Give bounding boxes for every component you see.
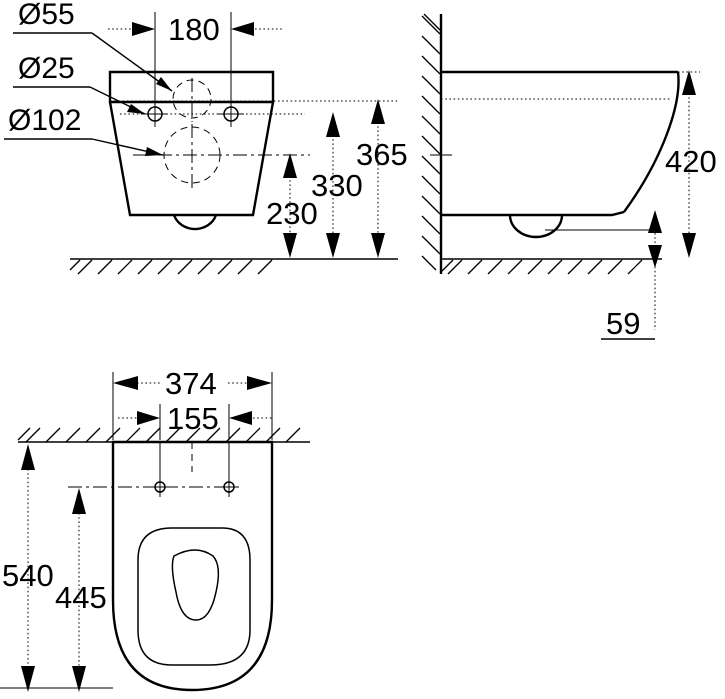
callout-d102-text: Ø102 [8,104,81,137]
front-view: Ø55 Ø25 Ø102 180 [4,0,408,275]
dim-374: 374 [112,366,273,440]
top-view-wall [17,427,310,443]
dim-155: 155 [118,401,272,440]
callout-d102: Ø102 [4,104,164,156]
wall [421,13,443,274]
outlet-circle [163,124,221,188]
dim-180-text: 180 [168,12,220,47]
dim-230-text: 230 [266,196,318,231]
side-floor-hatching [440,259,643,275]
dim-330: 330 [311,112,363,258]
side-view: 420 59 [421,13,717,341]
dim-59-text: 59 [606,306,640,341]
dim-445: 445 [55,488,107,692]
top-view: 374 155 540 445 [0,366,310,692]
callout-d25: Ø25 [13,52,146,115]
callout-d55-text: Ø55 [18,0,75,31]
dim-180: 180 [108,12,282,112]
flush-pipe-circle [172,78,212,122]
wc-top-outline [111,440,274,692]
wc-front-outline [108,70,275,231]
floor-hatching [69,259,273,275]
dim-420: 420 [665,70,717,258]
dim-365-text: 365 [356,137,408,172]
wall-hatching [421,13,441,271]
top-wall-hatching [17,427,301,443]
side-view-floor [440,258,662,275]
dim-540: 540 [0,444,113,692]
front-view-floor [69,258,398,275]
callout-d55: Ø55 [13,0,173,92]
dim-59: 59 [601,210,662,341]
dim-230: 230 [266,153,318,258]
dim-155-text: 155 [167,401,219,436]
dim-445-text: 445 [55,580,107,615]
dim-365: 365 [356,99,408,258]
callout-d25-text: Ø25 [18,52,75,85]
wc-side-outline [430,70,680,239]
dim-540-text: 540 [2,558,54,593]
dim-330-text: 330 [311,168,363,203]
dim-374-text: 374 [165,366,217,401]
dim-420-text: 420 [665,144,717,179]
